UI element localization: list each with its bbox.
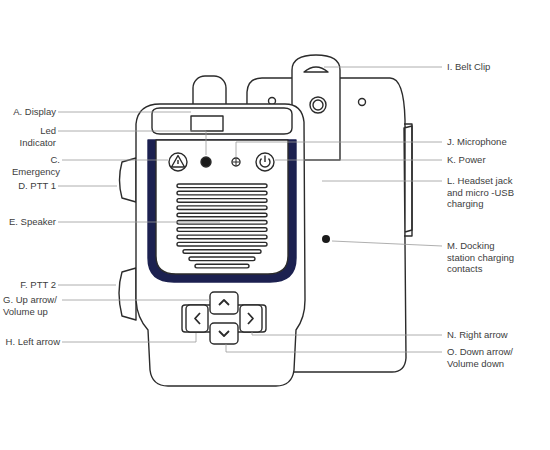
grille-slot xyxy=(177,199,267,203)
grille-slot xyxy=(177,206,267,210)
leader-line xyxy=(324,67,442,68)
emergency-icon xyxy=(172,156,185,168)
callout-label: F. PTT 2 xyxy=(4,279,56,291)
callout-label: D. PTT 1 xyxy=(4,180,56,192)
callout-label: O. Down arrow/ Volume down xyxy=(447,346,525,369)
left-arrow xyxy=(195,313,200,324)
emergency-button xyxy=(169,153,187,171)
clip-notch xyxy=(304,67,328,72)
leader-line xyxy=(236,142,442,157)
face-band xyxy=(148,140,296,282)
down-arrow xyxy=(219,331,229,336)
docking-contact xyxy=(322,235,330,243)
screw xyxy=(359,99,366,106)
grille-slot xyxy=(195,264,249,268)
callout-label: E. Speaker xyxy=(4,216,56,228)
leader-line xyxy=(58,222,220,223)
up-arrow xyxy=(219,300,229,305)
emergency-icon xyxy=(177,160,178,164)
leader-line xyxy=(252,332,442,335)
callout-label: I. Belt Clip xyxy=(447,61,542,73)
callout-label: M. Docking station charging contacts xyxy=(447,240,523,275)
callout-label: N. Right arrow xyxy=(447,329,542,341)
up-button xyxy=(210,292,238,314)
leader-line xyxy=(58,186,117,187)
grille-slot xyxy=(177,228,267,232)
leader-line xyxy=(58,112,191,113)
callout-label: Led Indicator xyxy=(2,125,56,148)
down-button xyxy=(210,323,238,344)
leader-line xyxy=(226,344,442,352)
grille-slot xyxy=(189,257,255,261)
right-arrow xyxy=(248,313,253,324)
grille-slot xyxy=(177,242,267,246)
left-button xyxy=(186,305,208,332)
microphone xyxy=(232,158,240,166)
grille-slot xyxy=(177,235,267,239)
grille-slot xyxy=(183,250,261,254)
leader-line xyxy=(322,181,442,182)
grille-slot xyxy=(177,184,267,188)
leader-lines xyxy=(58,67,442,352)
grille-slot xyxy=(177,213,267,217)
ptt-2 xyxy=(119,268,136,320)
clip-screw xyxy=(310,97,326,113)
callout-label: A. Display xyxy=(2,106,56,118)
callout-label: H. Left arrow xyxy=(2,336,60,348)
microphone-holes xyxy=(233,159,239,165)
power-icon xyxy=(260,156,270,168)
leader-line xyxy=(58,285,116,286)
callout-label: K. Power xyxy=(447,154,542,166)
clip-screw-inner xyxy=(313,100,323,110)
grille-slot xyxy=(177,191,267,195)
power-button xyxy=(256,153,274,171)
front-body xyxy=(136,104,305,386)
ptt-1 xyxy=(120,158,137,202)
callout-label: C. Emergency xyxy=(2,154,60,177)
led-indicator xyxy=(201,157,211,167)
leader-line xyxy=(62,160,168,161)
display xyxy=(191,116,223,131)
face-panel xyxy=(156,140,288,274)
callout-label: J. Microphone xyxy=(447,136,542,148)
leader-line xyxy=(58,131,206,155)
leader-line xyxy=(275,160,442,161)
housing-rib xyxy=(404,124,412,236)
leader-line xyxy=(332,241,442,246)
leader-line xyxy=(62,300,210,301)
callout-label: G. Up arrow/ Volume up xyxy=(3,294,61,317)
callout-label: L. Headset jack and micro -USB charging xyxy=(447,175,523,210)
leader-line xyxy=(62,333,196,342)
right-button xyxy=(240,305,262,332)
speaker-grille xyxy=(177,184,267,268)
